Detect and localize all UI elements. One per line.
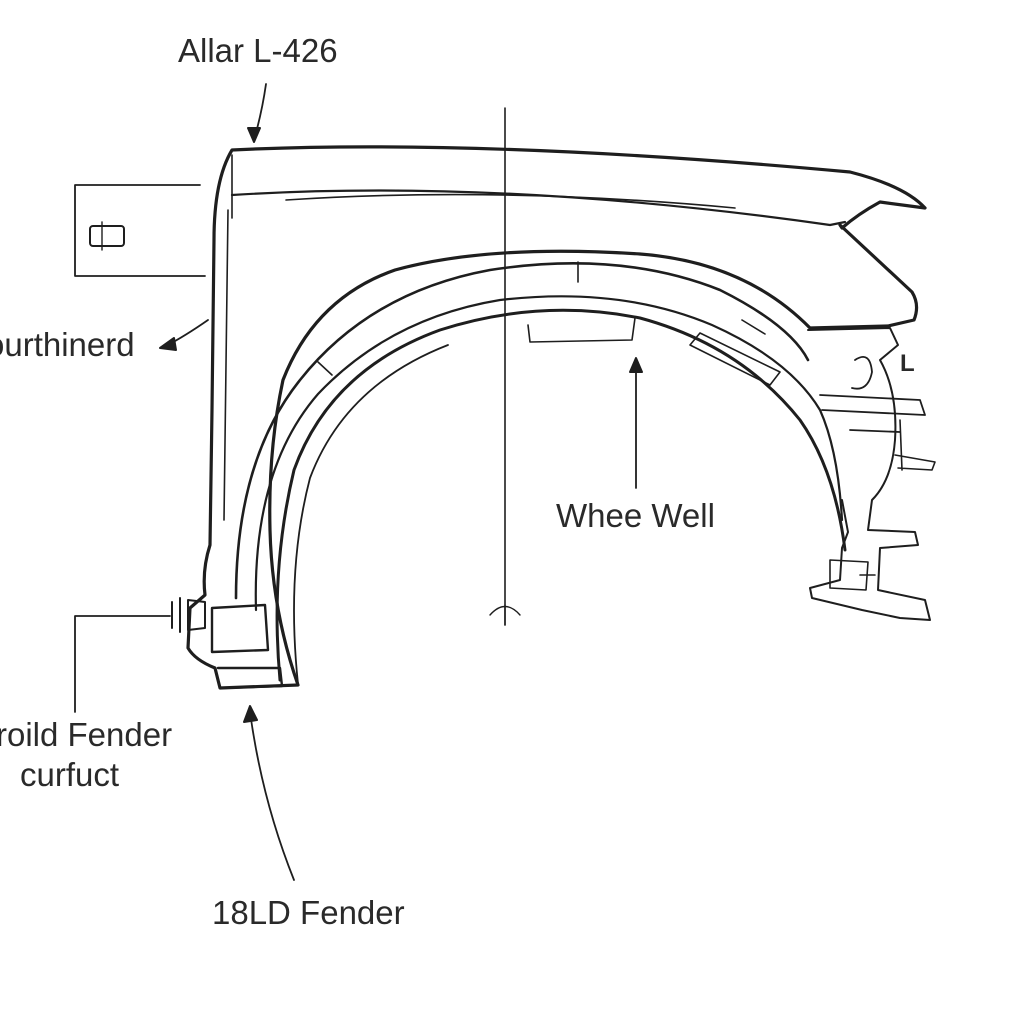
side-panel-tab xyxy=(89,225,125,247)
wheel-arch-outer xyxy=(234,262,810,600)
bolt xyxy=(171,597,206,633)
leader-bottom xyxy=(249,711,295,881)
wheel-arch-mid xyxy=(254,295,844,612)
body-crease-line xyxy=(230,189,847,227)
arrow-wheel-well xyxy=(629,357,643,373)
arrow-bottom xyxy=(243,705,258,723)
wheel-arch-lip xyxy=(293,344,449,685)
arrow-left xyxy=(159,337,177,351)
label-front-fender-line1: roild Fender xyxy=(0,716,173,753)
front-bracket xyxy=(210,603,284,690)
label-wheel-well: Whee Well xyxy=(556,497,715,534)
front-pillar-line xyxy=(223,154,233,521)
label-side-mark: L xyxy=(900,350,915,377)
wheel-center-mark xyxy=(489,604,521,626)
rear-mount-structure xyxy=(807,327,931,621)
label-allar: Allar L-426 xyxy=(178,32,338,69)
side-panel-box xyxy=(74,184,206,277)
leader-front-fender xyxy=(74,615,171,713)
label-ourthinerd: ourthinerd xyxy=(0,326,135,363)
label-18ld-fender: 18LD Fender xyxy=(212,894,405,931)
rear-bracket-1 xyxy=(819,356,926,433)
wheel-liner-detail xyxy=(317,261,781,386)
fender-outline xyxy=(186,145,927,690)
arrow-top xyxy=(247,127,261,143)
rear-bracket-2 xyxy=(829,419,936,591)
wheel-arch-inner xyxy=(275,308,847,682)
label-front-fender-line2: curfuct xyxy=(20,756,120,793)
